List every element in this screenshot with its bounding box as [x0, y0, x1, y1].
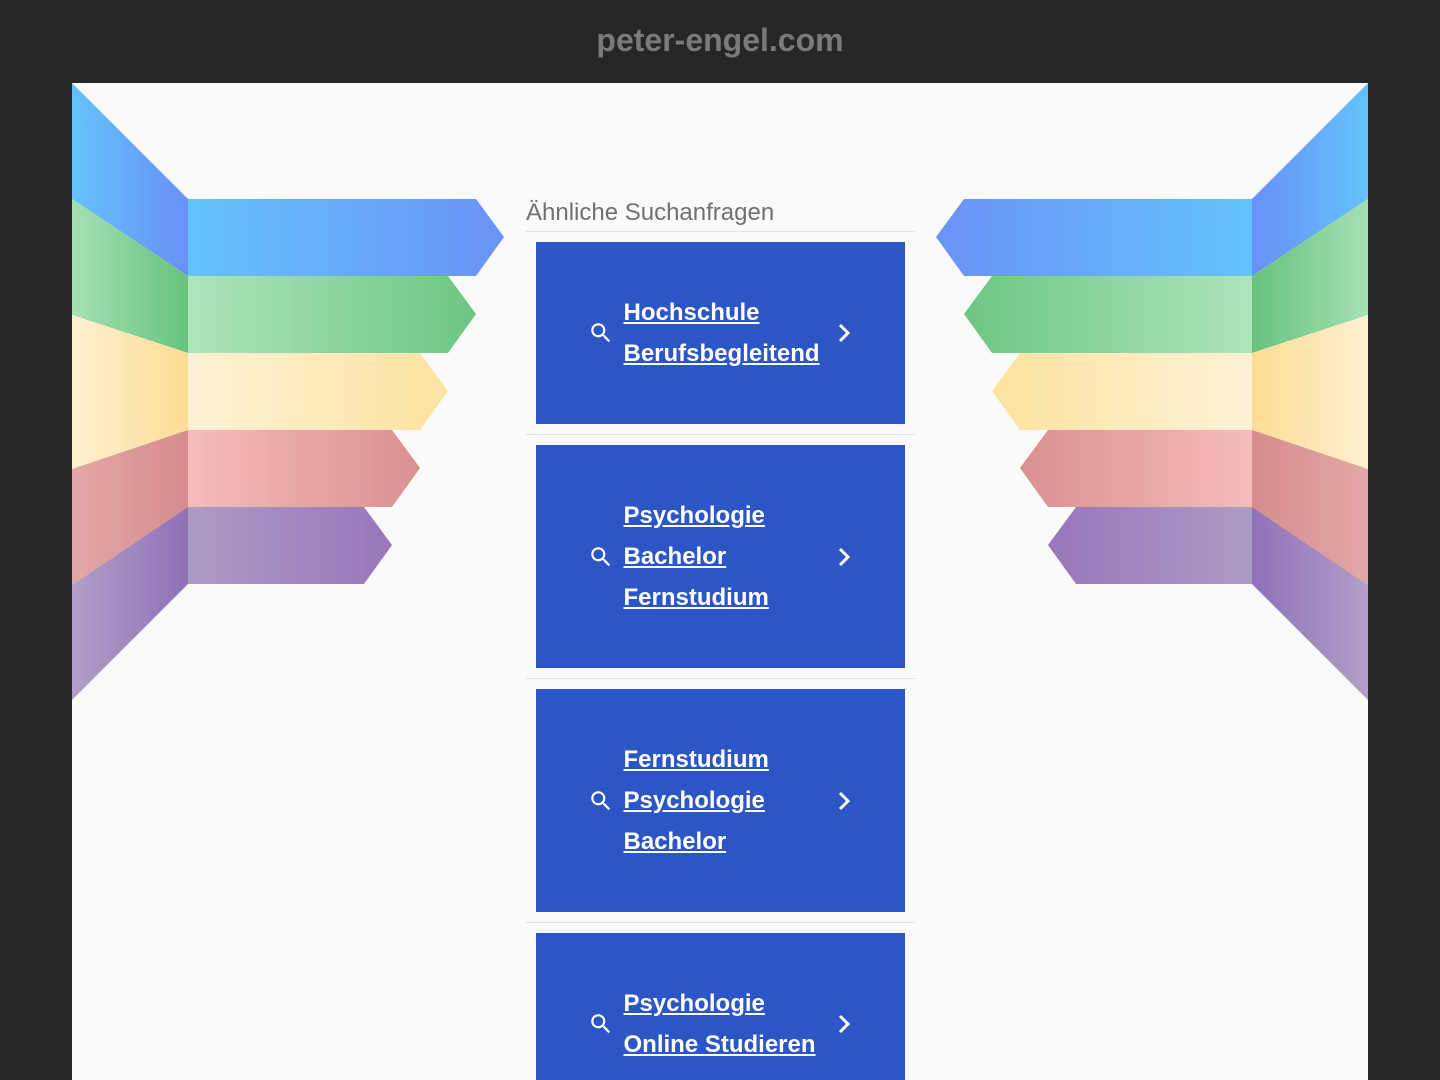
panel-title: Ähnliche Suchanfragen [526, 199, 775, 226]
list-item: Fernstudium Psychologie Bachelor [526, 679, 915, 923]
related-searches-panel: Ähnliche Suchanfragen Hochschule Berufsb… [526, 191, 915, 1080]
list-item: Psychologie Bachelor Fernstudium [526, 435, 915, 679]
search-icon [590, 790, 610, 810]
divider [526, 231, 915, 232]
chevron-right-icon [838, 323, 850, 343]
search-result-link-1[interactable]: Hochschule Berufsbegleitend [536, 242, 905, 424]
chevron-right-icon [838, 547, 850, 566]
search-icon [590, 1014, 610, 1034]
search-result-link-4[interactable]: Psychologie Online Studieren [536, 933, 905, 1080]
list-item: Hochschule Berufsbegleitend [526, 232, 915, 435]
search-result-label: Psychologie Bachelor Fernstudium [623, 502, 769, 611]
search-icon [590, 546, 610, 566]
search-result-label: Psychologie Online Studieren [623, 990, 816, 1058]
search-result-link-3[interactable]: Fernstudium Psychologie Bachelor [536, 689, 905, 912]
search-result-label: Fernstudium Psychologie Bachelor [623, 746, 769, 855]
list-item: Psychologie Online Studieren [526, 923, 915, 1080]
top-bar: peter-engel.com [0, 0, 1440, 83]
search-icon [590, 323, 610, 343]
domain-title: peter-engel.com [596, 22, 844, 58]
decorative-ribbon-right [936, 83, 1368, 700]
search-result-label: Hochschule Berufsbegleitend [623, 299, 820, 367]
search-result-link-2[interactable]: Psychologie Bachelor Fernstudium [536, 445, 905, 668]
decorative-ribbon-left [72, 83, 504, 700]
chevron-right-icon [838, 791, 850, 810]
chevron-right-icon [838, 1014, 850, 1034]
main-content: Ähnliche Suchanfragen Hochschule Berufsb… [72, 83, 1368, 1080]
